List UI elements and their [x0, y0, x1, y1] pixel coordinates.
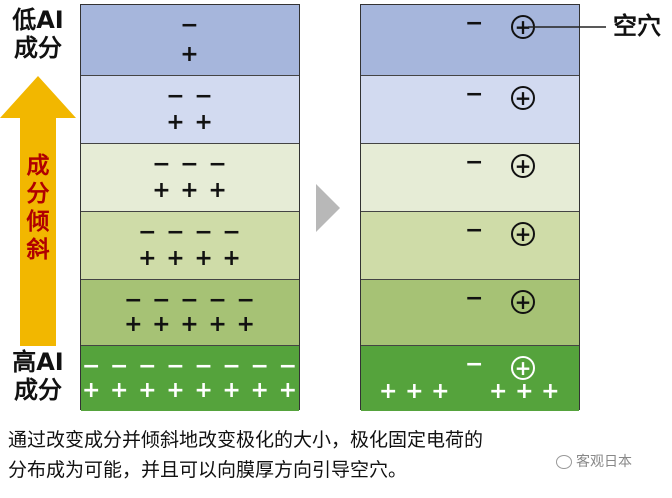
hole-callout-line	[528, 26, 606, 28]
caption-line-1: 通过改变成分并倾斜地改变极化的大小，极化固定电荷的	[8, 429, 484, 451]
hole-label: 空穴	[613, 12, 661, 40]
positive-charges: + +	[166, 110, 214, 135]
negative-charges: − − − − − − − −	[81, 354, 299, 379]
hole-icon: +	[511, 86, 535, 110]
negative-charge: −	[465, 11, 484, 36]
left-layer-5: − − − − −+ + + + +	[81, 279, 299, 345]
right-layer-5: −+	[361, 279, 579, 345]
left-layer-6: − − − − − − − −+ + + + + + + +	[81, 345, 299, 411]
gradient-label: 成 分 倾 斜	[26, 153, 50, 263]
left-layer-3: − − −+ + +	[81, 143, 299, 211]
up-arrow-icon	[0, 76, 76, 346]
caption-line-2: 分布成为可能，并且可以向膜厚方向引导空穴。	[8, 459, 408, 481]
negative-charge: −	[465, 150, 484, 175]
right-arrow-icon	[316, 184, 340, 232]
right-layer-stack: −+−+−+−+−+−++ + ++ + +	[360, 4, 580, 411]
hole-icon: +	[511, 222, 535, 246]
wechat-icon	[556, 455, 572, 469]
left-layer-1: −+	[81, 5, 299, 75]
label-low-al: 低AI 成分	[12, 6, 64, 62]
left-layer-4: − − − −+ + + +	[81, 211, 299, 279]
right-layer-3: −+	[361, 143, 579, 211]
watermark-text: 客观日本	[576, 454, 632, 470]
right-layer-4: −+	[361, 211, 579, 279]
negative-charges: − −	[166, 84, 214, 109]
positive-charges: + + + +	[138, 246, 242, 271]
left-layer-2: − −+ +	[81, 75, 299, 143]
positive-charges-left: + + +	[379, 379, 450, 404]
negative-charges: − − −	[152, 152, 228, 177]
left-layer-stack: −+− −+ +− − −+ + +− − − −+ + + +− − − − …	[80, 4, 300, 411]
negative-charge: −	[465, 352, 484, 377]
negative-charge: −	[465, 286, 484, 311]
negative-charges: − − − − −	[124, 288, 256, 313]
watermark: 客观日本	[556, 452, 632, 472]
negative-charges: −	[180, 13, 200, 38]
hole-icon: +	[511, 154, 535, 178]
right-layer-6: −++ + ++ + +	[361, 345, 579, 411]
positive-charges: + + + + + + + +	[81, 378, 299, 403]
positive-charges: + + +	[152, 178, 228, 203]
hole-icon: +	[511, 290, 535, 314]
hole-icon: +	[511, 356, 535, 380]
positive-charges: + + + + +	[124, 312, 256, 337]
negative-charges: − − − −	[138, 220, 242, 245]
negative-charge: −	[465, 218, 484, 243]
positive-charges: +	[180, 42, 200, 67]
label-high-al: 高AI 成分	[12, 348, 64, 404]
right-layer-1: −+	[361, 5, 579, 75]
right-layer-2: −+	[361, 75, 579, 143]
positive-charges-right: + + +	[489, 379, 560, 404]
negative-charge: −	[465, 82, 484, 107]
